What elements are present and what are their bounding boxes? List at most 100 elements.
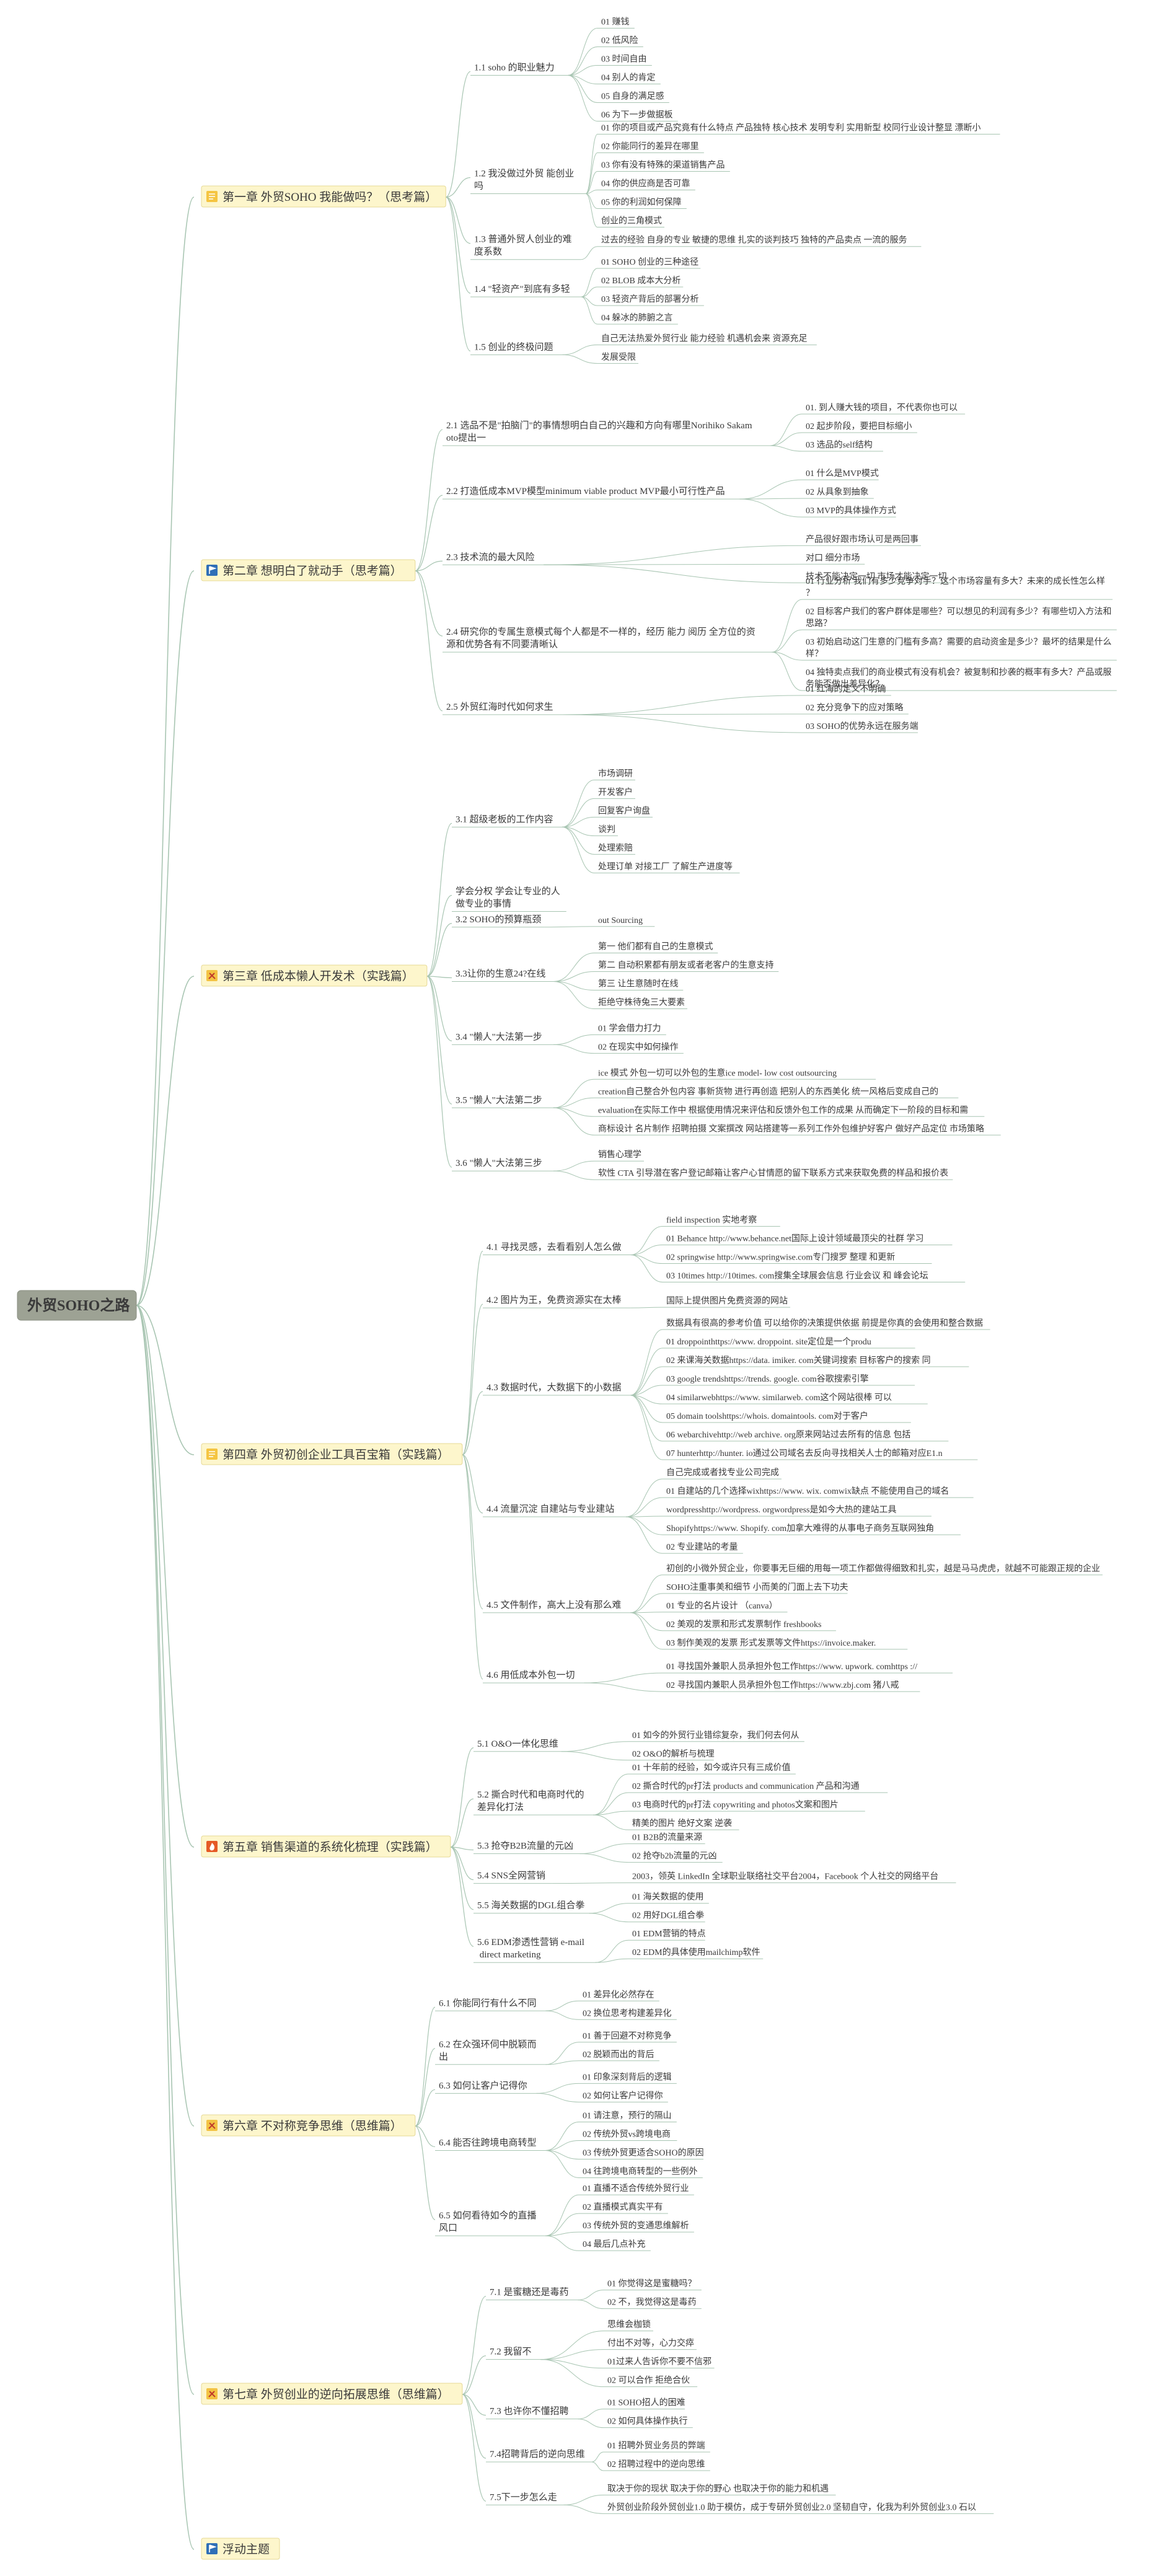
connector-line (426, 976, 452, 1041)
item-label-line: 01 droppointhttps://www. droppoint. site… (666, 1337, 871, 1347)
section-label: 3.1 超级老板的工作内容 (456, 813, 553, 824)
section-label-line: 4.1 寻找灵感，去看看别人怎么做 (487, 1242, 622, 1253)
tools-icon (206, 2388, 218, 2399)
item-label: wordpresshttp://wordpress. orgwordpress是… (666, 1505, 897, 1515)
item-label-line: 01 印象深刻背后的逻辑 (583, 2072, 672, 2082)
section-label: 5.2 撕合时代和电商时代的差异化打法 (477, 1789, 584, 1812)
item-label: 02 专业建站的考量 (666, 1542, 738, 1552)
item-label: 01 差异化必然存在 (583, 1989, 654, 2000)
connector-line (450, 1846, 474, 1881)
item-label: 第三 让生意随时在线 (598, 979, 679, 989)
item-label-line: 发展受限 (601, 352, 636, 362)
connector-line (630, 1612, 663, 1613)
item-label-line: 05 domain toolshttps://whois. domaintool… (666, 1411, 868, 1421)
connector-line (578, 2290, 604, 2301)
section-label-line: 5.2 撕合时代和电商时代的 (477, 1789, 584, 1800)
fire-icon (206, 1841, 218, 1852)
connector-line (630, 1245, 663, 1256)
item-label: 谈判 (598, 824, 615, 834)
section-label-line: 7.1 是蜜糖还是毒药 (490, 2287, 569, 2298)
connector-line (772, 651, 803, 661)
connector-line (581, 246, 598, 260)
item-label-line: 02 目标客户我们的客户群体是哪些？可以想见的利润有多少？有哪些切入方法和 (806, 606, 1112, 617)
connector-line (415, 2125, 436, 2220)
item-label-line: 02 O&O的解析与梳理 (632, 1749, 715, 1759)
item-label-line: 开发客户 (598, 787, 633, 797)
item-label: 开发客户 (598, 787, 633, 797)
connector-line (462, 1454, 483, 1680)
item-label: 02 美观的发票和形式发票制作 freshbooks (666, 1620, 821, 1630)
item-label-line: 01 EDM营销的特点 (632, 1929, 706, 1939)
tools-icon (206, 2120, 218, 2131)
connector-line (562, 798, 595, 827)
item-label-line: 取决于你的现状 取决于你的野心 也取决于你的能力和机遇 (607, 2484, 829, 2494)
item-label-line: 数据具有很高的参考价值 可以给你的决策提供依据 前提是你真的会使用和整合数据 (666, 1318, 983, 1328)
connector-line (562, 779, 595, 827)
item-label: 02 从具象到抽象 (806, 487, 869, 497)
connector-line (415, 570, 443, 637)
item-label: 03 制作美观的发票 形式发票等文件https://invoice.maker. (666, 1638, 876, 1648)
connector-line (591, 2461, 604, 2471)
section-label-line: 5.1 O&O一体化思维 (477, 1739, 558, 1749)
item-label-line: 02 用好DGL组合拳 (632, 1911, 704, 1921)
connector-line (552, 1882, 629, 1884)
item-label-line: 03 选品的self结构 (806, 440, 873, 450)
connector-line (625, 1497, 663, 1517)
section-label-line: 2.1 选品不是"拍脑门"的事情想明白自己的兴趣和方向有哪里Norihiko S… (446, 420, 752, 431)
connector-line (630, 1395, 663, 1442)
section-label: 2.3 技术流的最大风险 (446, 552, 535, 562)
connector-line (562, 826, 595, 873)
item-label-line: 03 传统外贸的变通思维解析 (583, 2221, 689, 2231)
item-label-line: 技术不能决定一切 市场才能决定一切 (806, 571, 947, 581)
connector-line (630, 1255, 663, 1283)
connector-line (545, 2194, 579, 2236)
connector-line (450, 1846, 474, 1947)
connector-line (591, 2451, 604, 2463)
section-label-line: 1.4 "轻资产"到底有多轻 (474, 284, 570, 294)
connector-line (562, 816, 595, 827)
connector-line (579, 1843, 629, 1855)
connector-line (625, 1478, 663, 1517)
connector-line (136, 196, 195, 1306)
item-label-line: 04 最后几点补充 (583, 2239, 646, 2249)
item-label: 06 webarchivehttp://web archive. org原来网站… (666, 1429, 910, 1440)
item-label-line: 02 起步阶段，要把目标缩小 (806, 421, 912, 431)
item-label: 04 往跨境电商转型的一些例外 (583, 2166, 698, 2176)
item-label: 初创的小微外贸企业，你要事无巨细的用每一项工作都做得细致和扎实，越是马马虎虎，就… (666, 1563, 1100, 1574)
chapter-node (201, 2538, 280, 2560)
item-label-line: 处理索赔 (598, 842, 633, 853)
item-label: 04 躲冰的肺腑之言 (601, 313, 673, 323)
item-label: 02 目标客户我们的客户群体是哪些？可以想见的利润有多少？有哪些切入方法和思路？ (806, 606, 1112, 629)
item-label-line: 初创的小微外贸企业，你要事无巨细的用每一项工作都做得细致和扎实，越是马马虎虎，就… (666, 1563, 1100, 1574)
connector-line (553, 1044, 595, 1054)
connector-line (462, 1454, 483, 1610)
section-label-line: 3.1 超级老板的工作内容 (456, 813, 553, 824)
section-label: 7.3 也许你不懂招聘 (490, 2406, 569, 2417)
item-label-line: 01 招聘外贸业务员的弊端 (607, 2441, 705, 2451)
connector-line (568, 65, 598, 76)
section-label-line: 5.4 SNS全网营销 (477, 1870, 545, 1881)
section-label: 5.5 海关数据的DGL组合拳 (477, 1900, 584, 1911)
item-label: 精美的图片 绝好文案 逆袭 (632, 1818, 732, 1828)
connector-line (562, 714, 803, 733)
connector-line (136, 1305, 195, 2127)
mindmap-connectors (136, 28, 1117, 2550)
section-label-line: 2.3 技术流的最大风险 (446, 552, 535, 562)
item-label-line: 04 独特卖点我们的商业模式有没有机会？被复制和抄袭的概率有多大？产品或服 (806, 667, 1112, 677)
section-label: 4.5 文件制作，高大上没有那么难 (487, 1600, 622, 1610)
connector-line (446, 177, 471, 198)
connector-line (772, 599, 803, 653)
item-label-line: 02 可以合作 拒绝合伙 (607, 2376, 690, 2386)
item-label-line: 01 直播不适合传统外贸行业 (583, 2183, 689, 2194)
connector-line (545, 2150, 579, 2178)
item-label-line: 02 充分竞争下的应对策略 (806, 702, 904, 713)
connector-line (545, 2010, 579, 2020)
item-label: 拒绝守株待兔三大要素 (598, 998, 685, 1008)
section-label: 4.3 数据时代，大数据下的小数据 (487, 1382, 622, 1393)
item-label: 01过来人告诉你不要不信邪 (607, 2357, 711, 2367)
section-label: 学会分权 学会让专业的人做专业的事情 (456, 886, 560, 909)
item-label-line: 02 如何具体操作执行 (607, 2417, 688, 2427)
item-label-line: 02 换位思考构建差异化 (583, 2008, 672, 2018)
section-label-line: 差异化打法 (477, 1802, 524, 1812)
section-label-line: 做专业的事情 (456, 898, 511, 909)
